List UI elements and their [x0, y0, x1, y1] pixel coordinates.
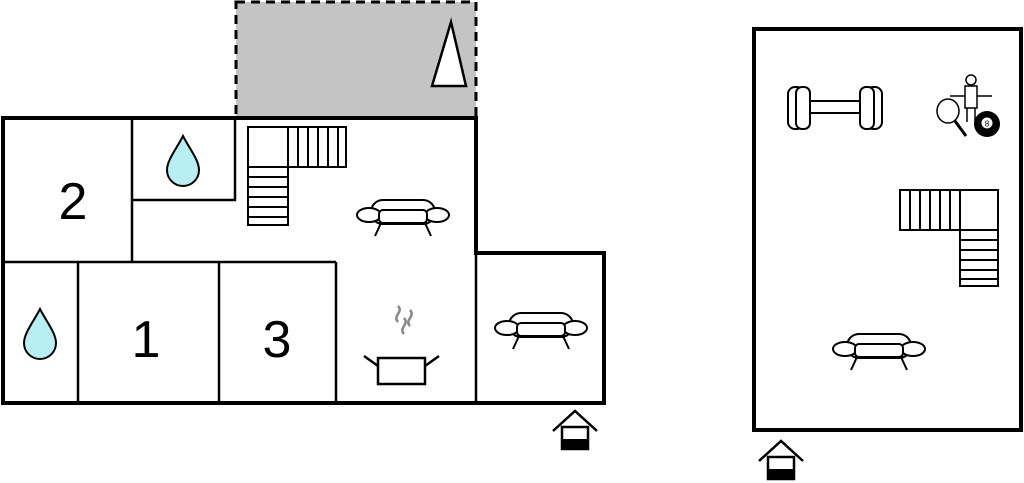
dumbbell-icon: [787, 86, 883, 130]
stairs-icon: [899, 189, 999, 287]
stairs-icon: [247, 126, 347, 226]
games-icon: 8: [936, 74, 1000, 137]
sofa-icon: [356, 199, 450, 237]
sofa-icon: [494, 312, 588, 350]
entrance-icon: [757, 439, 805, 481]
cooking-pot-icon: [363, 305, 440, 386]
sofa-icon: [832, 333, 926, 371]
room-label-3: 3: [263, 311, 292, 369]
entrance-icon: [551, 409, 599, 451]
water-drop-icon: [23, 308, 57, 360]
floor-plan-right: [752, 27, 1023, 432]
water-drop-icon: [166, 135, 200, 187]
room-label-2: 2: [59, 173, 88, 231]
tree-icon: [430, 17, 468, 88]
floor-plan-left: [1, 116, 606, 405]
room-label-1: 1: [132, 311, 161, 369]
terrace: [234, 0, 478, 120]
svg-text:8: 8: [985, 120, 990, 129]
